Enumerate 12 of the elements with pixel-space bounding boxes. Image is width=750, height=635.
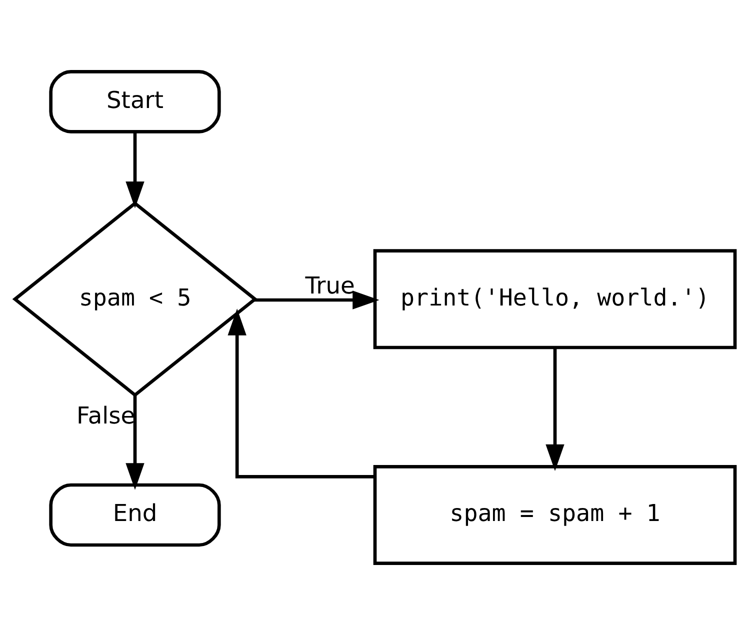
arrow	[228, 308, 375, 478]
edge-label: True	[305, 272, 355, 300]
node-diamond: spam < 5	[12, 201, 258, 398]
arrow	[546, 348, 564, 472]
arrow	[126, 395, 144, 490]
node-box: End	[49, 483, 221, 547]
arrow	[254, 290, 380, 310]
node-box: Start	[49, 70, 221, 134]
arrow	[126, 132, 144, 208]
node-box: spam = spam + 1	[373, 465, 737, 565]
node-box: print('Hello, world.')	[373, 249, 737, 350]
edge-label: False	[76, 402, 136, 430]
